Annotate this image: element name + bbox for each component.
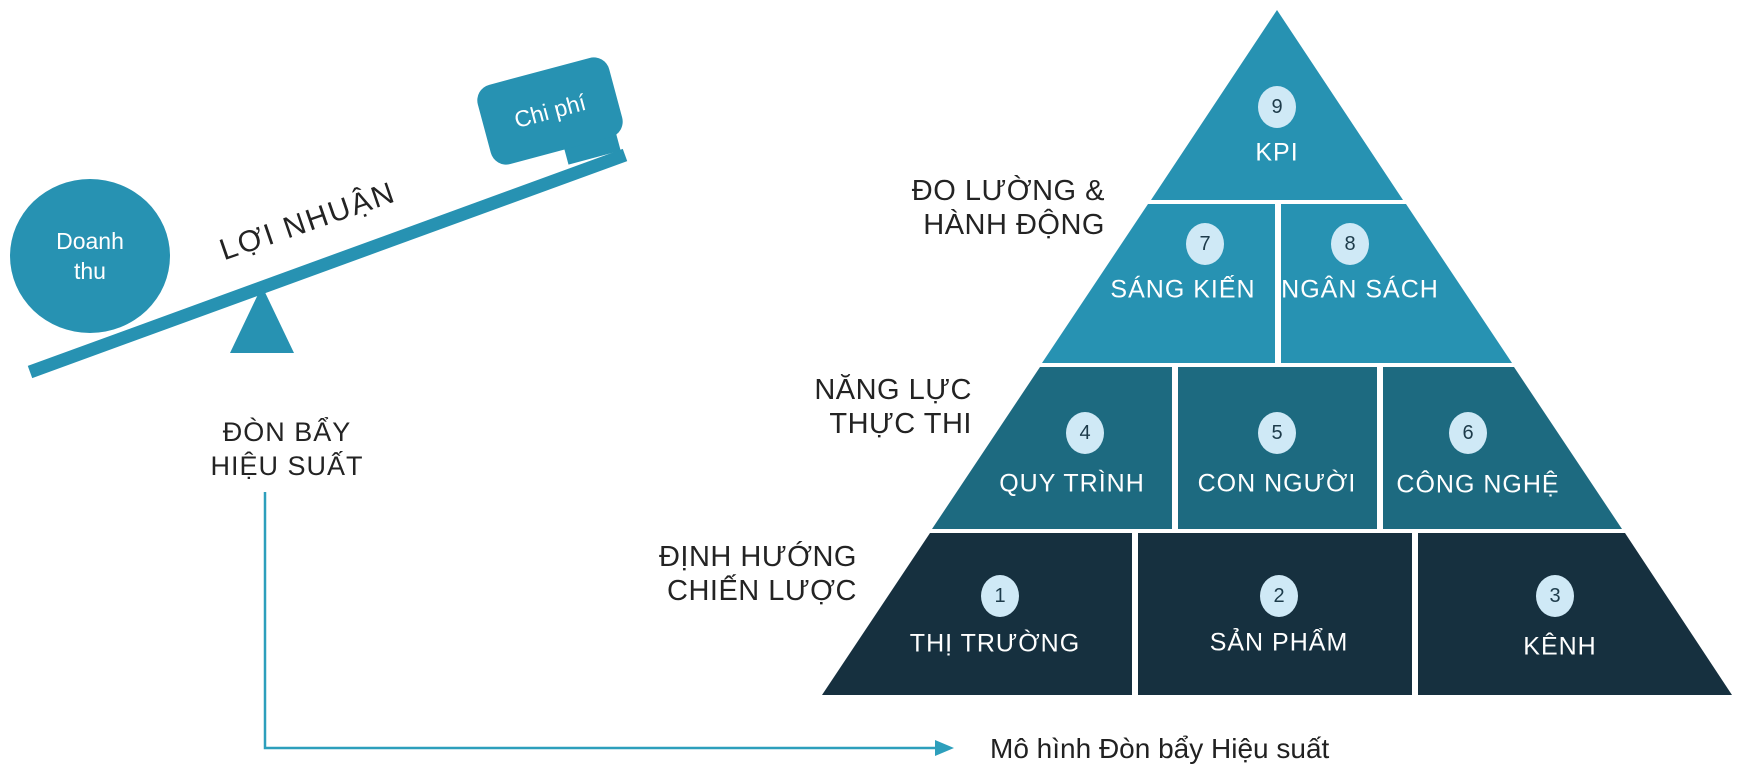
side-label-line: THỰC THI xyxy=(829,408,972,440)
pyramid-cell-quy-trinh-shape xyxy=(932,367,1172,529)
badge-9: 9 xyxy=(1258,86,1296,128)
badge-2: 2 xyxy=(1260,575,1298,617)
badge-7: 7 xyxy=(1186,223,1224,265)
revenue-label-line1: Doanh xyxy=(56,228,124,254)
flow-arrow-line xyxy=(263,492,935,750)
badge-1: 1 xyxy=(981,575,1019,617)
fulcrum-label: ĐÒN BẨY HIỆU SUẤT xyxy=(210,415,363,483)
pyramid-cell-cong-nghe-shape xyxy=(1383,367,1622,529)
badge-4: 4 xyxy=(1066,412,1104,454)
cost-label: Chi phí xyxy=(511,88,589,133)
badge-number: 9 xyxy=(1271,95,1283,118)
badge-3: 3 xyxy=(1536,575,1574,617)
side-label-measure-action: ĐO LƯỜNG & HÀNH ĐỘNG xyxy=(912,174,1105,242)
cell-label-con-nguoi: CON NGƯỜI xyxy=(1197,469,1357,498)
lever-beam xyxy=(27,148,628,379)
revenue-label-line2: thu xyxy=(74,258,106,284)
fulcrum-triangle xyxy=(230,286,294,353)
lever-beam-end xyxy=(563,131,621,165)
cell-label-kenh: KÊNH xyxy=(1523,632,1597,661)
badge-number: 4 xyxy=(1079,421,1091,444)
badge-number: 5 xyxy=(1271,421,1283,444)
side-label-line: NĂNG LỰC xyxy=(814,374,972,406)
cell-label-thi-truong: THỊ TRƯỜNG xyxy=(909,629,1081,658)
cell-label-san-pham: SẢN PHẨM xyxy=(1209,628,1349,657)
pyramid-cell-kenh-shape xyxy=(1418,533,1732,695)
cell-label-sang-kien: SÁNG KIẾN xyxy=(1110,275,1256,304)
badge-number: 8 xyxy=(1344,232,1356,255)
badge-number: 3 xyxy=(1549,584,1561,607)
side-label-execution-capability: NĂNG LỰC THỰC THI xyxy=(814,373,972,441)
badge-number: 1 xyxy=(994,584,1006,607)
badge-number: 7 xyxy=(1199,232,1211,255)
side-label-line: HÀNH ĐỘNG xyxy=(923,209,1105,241)
cell-label-ngan-sach: NGÂN SÁCH xyxy=(1281,275,1439,304)
revenue-circle: Doanh thu xyxy=(10,179,170,333)
fulcrum-label-line1: ĐÒN BẨY xyxy=(222,417,352,447)
caption: Mô hình Đòn bẩy Hiệu suất xyxy=(990,733,1330,764)
fulcrum-label-line2: HIỆU SUẤT xyxy=(210,451,364,481)
cell-label-kpi: KPI xyxy=(1255,138,1299,167)
pyramid-cell-thi-truong-shape xyxy=(822,533,1132,695)
badge-5: 5 xyxy=(1258,412,1296,454)
badge-6: 6 xyxy=(1449,412,1487,454)
side-label-line: ĐỊNH HƯỚNG xyxy=(658,541,857,573)
badge-number: 2 xyxy=(1273,584,1285,607)
badge-number: 6 xyxy=(1462,421,1474,444)
side-label-line: CHIẾN LƯỢC xyxy=(667,575,857,607)
badge-8: 8 xyxy=(1331,223,1369,265)
side-label-line: ĐO LƯỜNG & xyxy=(911,175,1105,207)
cell-label-cong-nghe: CÔNG NGHỆ xyxy=(1396,470,1560,499)
arrowhead-icon xyxy=(935,740,954,756)
side-label-strategic-direction: ĐỊNH HƯỚNG CHIẾN LƯỢC xyxy=(659,540,857,608)
cell-label-quy-trinh: QUY TRÌNH xyxy=(999,469,1145,498)
